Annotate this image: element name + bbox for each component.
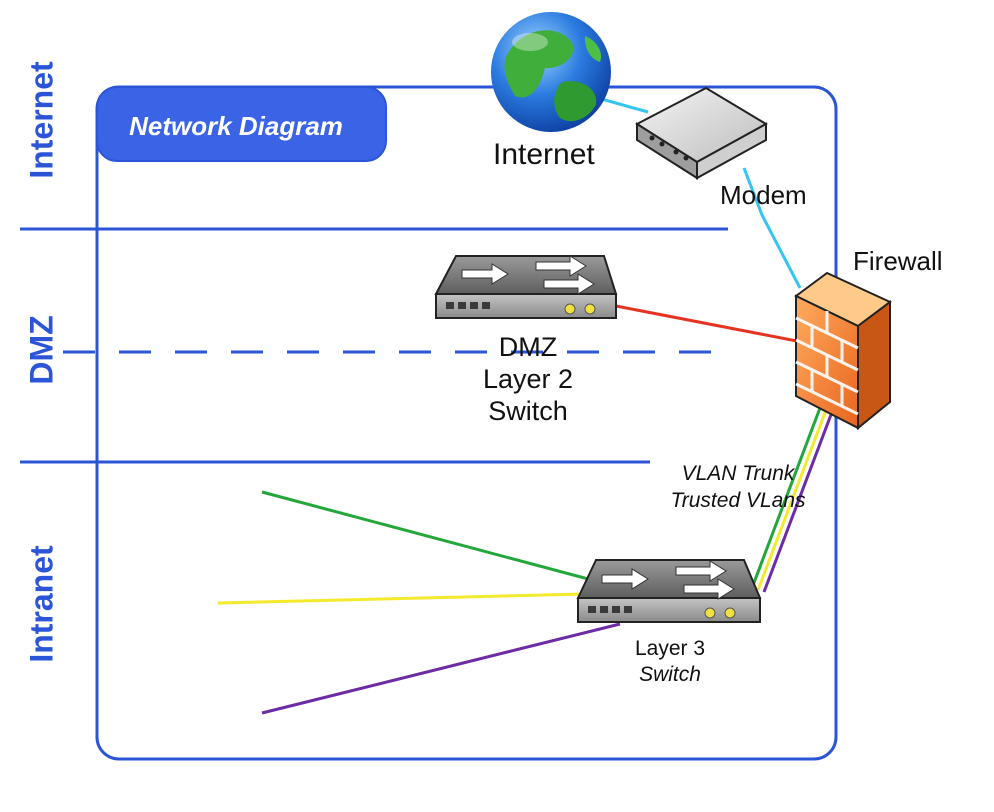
link-trunk-yellow (756, 409, 828, 591)
trunk-label-line1: VLAN Trunk (681, 462, 795, 485)
dmz-switch-label-line3: Switch (488, 395, 568, 426)
link-internet-modem (597, 96, 649, 114)
internet-label: Internet (493, 138, 595, 171)
modem-label: Modem (720, 180, 807, 210)
link-intranet-green (261, 490, 593, 582)
l3-switch-label-line1: Layer 3 (634, 637, 706, 660)
link-trunk-green (750, 407, 822, 589)
link-dmz-switch-firewall (615, 304, 803, 344)
dmz-switch-label-line1: DMZ (498, 332, 558, 362)
l3-switch-icon (576, 559, 762, 623)
zone-label-internet: Internet (23, 61, 60, 179)
trunk-label-line2: Trusted VLans (670, 489, 806, 513)
link-intranet-yellow (217, 592, 585, 605)
link-trunk-purple (762, 411, 834, 593)
zone-label-intranet: Intranet (23, 545, 60, 663)
dmz-switch-label-line2: Layer 2 (482, 363, 574, 394)
dmz-switch-label: DMZ Layer 2 Switch (483, 332, 573, 428)
modem-icon (634, 86, 769, 180)
firewall-icon (794, 271, 892, 431)
firewall-label: Firewall (853, 246, 943, 276)
link-intranet-purple (261, 622, 621, 715)
trunk-label: VLAN Trunk Trusted VLans (670, 460, 805, 515)
l3-switch-label: Layer 3 Switch (635, 636, 705, 689)
diagram-frame (95, 85, 838, 761)
l3-switch-label-line2: Switch (639, 663, 701, 687)
diagram-title: Network Diagram (129, 111, 343, 141)
zone-label-dmz: DMZ (23, 315, 60, 385)
dmz-switch-icon (434, 255, 618, 319)
link-modem-firewall (742, 167, 802, 289)
title-pill (96, 86, 387, 162)
globe-icon (491, 12, 611, 132)
